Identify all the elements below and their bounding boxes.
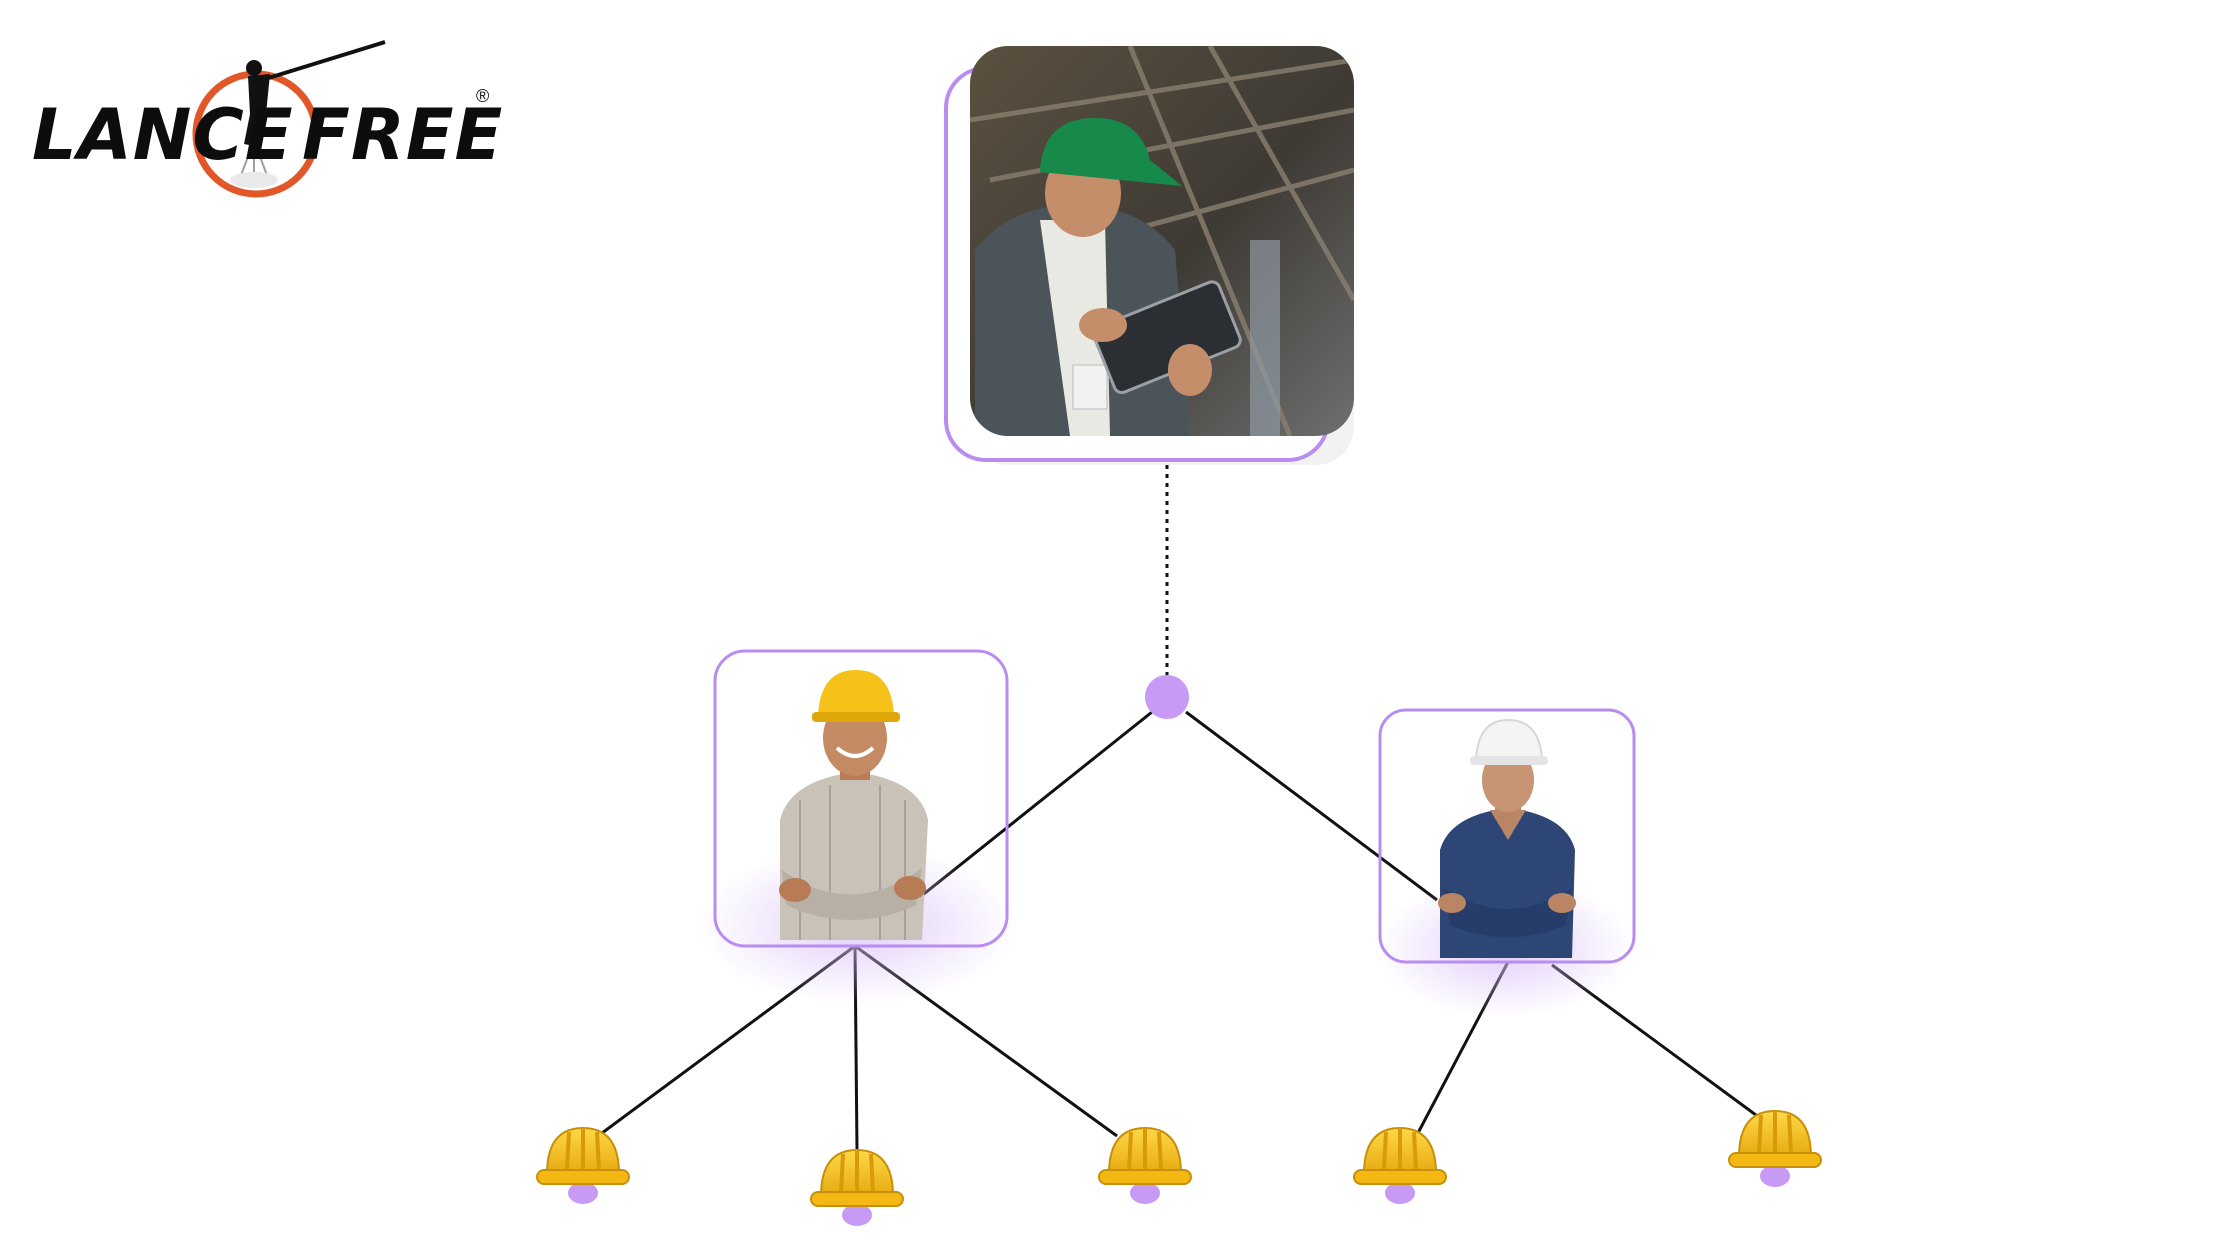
- worker-node-dot: [1385, 1182, 1415, 1204]
- connectors: [597, 438, 1761, 1151]
- logo-word-free: FREE: [302, 94, 504, 176]
- worker-node-dot: [1760, 1165, 1790, 1187]
- hard-hat-icon: [1098, 1126, 1192, 1185]
- hard-hat-icon: [1728, 1109, 1822, 1168]
- hard-hat-icon: [1353, 1126, 1447, 1185]
- worker-node-4: [1353, 1126, 1447, 1204]
- logo-word-lance: LANCE: [32, 94, 294, 176]
- junction-dot: [1145, 675, 1189, 719]
- right-manager-card: [1378, 708, 1636, 964]
- junction-to-right-manager-connector: [1185, 710, 1438, 902]
- worker-nodes: [536, 1109, 1822, 1226]
- left-manager-frame: [713, 649, 1009, 948]
- right-manager-frame: [1378, 708, 1636, 964]
- worker-node-dot: [1130, 1182, 1160, 1204]
- logo-registered-mark: ®: [476, 86, 490, 106]
- lance-free-logo: LANCE FREE ®: [30, 38, 510, 198]
- left-manager-card: [713, 649, 1009, 948]
- worker-node-dot: [842, 1204, 872, 1226]
- logo-emblem-icon: [192, 40, 386, 198]
- worker-node-5: [1728, 1109, 1822, 1187]
- hard-hat-icon: [810, 1148, 904, 1207]
- worker-node-3: [1098, 1126, 1192, 1204]
- worker-node-2: [810, 1148, 904, 1226]
- worker-white-helmet-photo: [1438, 718, 1576, 958]
- worker-node-dot: [568, 1182, 598, 1204]
- worker-node-1: [536, 1126, 630, 1204]
- worker-yellow-helmet-photo: [779, 670, 928, 940]
- hard-hat-icon: [536, 1126, 630, 1185]
- supervisor-with-tablet-photo: [970, 46, 1354, 436]
- top-node-card: [944, 46, 1354, 465]
